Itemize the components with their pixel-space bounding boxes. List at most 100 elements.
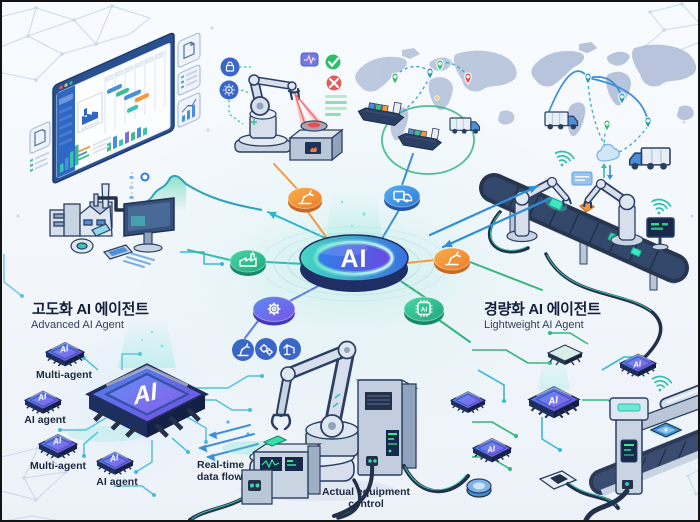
truck-icon [393, 190, 413, 203]
document-icon [183, 41, 195, 60]
realtime-data-flow-label: Real-time data flow [197, 459, 245, 484]
bars-icon [60, 144, 79, 173]
mini-bar-chart [107, 126, 147, 152]
control-cabinet [355, 379, 419, 476]
robot-arm-icon [298, 190, 314, 205]
pin-icon [603, 119, 611, 132]
pin-icon [391, 72, 399, 85]
main-ai-chip-label: AI [133, 378, 158, 411]
edge-chip-partial [450, 391, 486, 414]
advanced-agent-title: 고도화 AI 에이전트 [32, 301, 149, 318]
gear-eye-icon [223, 84, 235, 96]
sync-arrows [601, 163, 613, 180]
robot-arm-icon [237, 343, 250, 357]
document-icon [34, 128, 46, 147]
dashboard-window [29, 32, 201, 184]
growth-chart-icon [181, 98, 197, 123]
result-list [325, 95, 347, 116]
hub-label: AI [341, 245, 368, 273]
left-doc-panel [29, 121, 79, 173]
route-circle [381, 105, 475, 175]
gear-icon [267, 302, 281, 316]
factory-scene [3, 183, 224, 298]
line-robot-right [583, 178, 644, 247]
pin-icon [644, 116, 652, 129]
monitor [123, 197, 175, 253]
arrowhead [268, 211, 277, 219]
wifi-icon [648, 196, 673, 218]
world-map-global [531, 42, 697, 186]
gantry-machine [583, 384, 698, 520]
svg-text:AI: AI [421, 306, 428, 313]
disc-ai-chip: AI [403, 296, 445, 325]
svg-text:AI: AI [110, 452, 119, 464]
arrowhead [443, 239, 453, 247]
robot-arm [234, 74, 301, 153]
svg-text:AI: AI [548, 395, 559, 409]
dataflow-arrows [199, 424, 259, 458]
edge-devices [70, 223, 134, 260]
factory-icon [239, 249, 257, 267]
hub-satellite-discs: AI [229, 184, 471, 326]
ai-chip-icon: AI [415, 300, 433, 317]
svg-text:AI: AI [487, 444, 495, 455]
svg-text:AI: AI [633, 359, 641, 370]
push-button [466, 478, 492, 498]
pin-icon [584, 72, 592, 85]
chip-caption: AI agent [96, 476, 138, 488]
circuit-traces [472, 332, 698, 473]
capability-badges [232, 338, 301, 361]
quality-check-robot-scene [219, 52, 347, 162]
svg-text:AI: AI [60, 343, 69, 355]
chip-caption: Multi-agent [36, 369, 92, 381]
gantt-bars [107, 83, 149, 113]
inspection-pedestal [288, 120, 344, 162]
conveyor-line-scene [479, 147, 689, 360]
line-robot-left [506, 176, 572, 243]
svg-text:AI: AI [38, 391, 47, 403]
hub-connections [187, 153, 553, 343]
world-map-logistics [355, 48, 517, 175]
svg-text:AI: AI [53, 435, 62, 447]
chip-beam [118, 318, 176, 368]
equipment-scene [188, 340, 470, 520]
cargo-ship [356, 95, 407, 128]
flame-icon [310, 147, 317, 152]
disc-robot-arm [287, 187, 323, 213]
lock-badge [220, 57, 240, 77]
arrowhead [528, 186, 538, 194]
laser-beam [296, 94, 324, 127]
speed-lines [123, 252, 155, 268]
gripper [270, 413, 292, 431]
line-monitor [646, 217, 675, 251]
side-panels [177, 32, 201, 128]
edge-circuit-scene: AI AI AI [450, 331, 698, 520]
disc-truck [383, 184, 421, 211]
gears-icon [259, 344, 274, 356]
disc-robot-arm-right [433, 247, 471, 274]
chip-caption: Multi-agent [30, 460, 86, 472]
circuit-traces [60, 353, 262, 496]
truck-icon [449, 117, 481, 135]
wifi-icon [649, 374, 673, 395]
lock-icon [225, 61, 235, 72]
pin-icon [426, 67, 434, 80]
connector-pipe [98, 196, 130, 212]
gripper [287, 87, 301, 101]
disc-factory [229, 249, 267, 276]
lightweight-agent-subtitle: Lightweight AI Agent [484, 319, 584, 331]
factory-icon [82, 107, 98, 126]
robot-arm-icon [445, 251, 461, 266]
check-icon [323, 52, 343, 72]
edge-device-machine [222, 435, 323, 505]
disc-gear [252, 296, 296, 326]
agent-chip-cluster: AI AI AI AI AI [24, 318, 264, 497]
wifi-icon [551, 148, 576, 170]
connector-device [538, 470, 620, 510]
data-point-dot [140, 172, 150, 182]
cloud-icon [596, 143, 620, 162]
lightweight-agent-title: 경량화 AI 에이전트 [484, 301, 601, 318]
